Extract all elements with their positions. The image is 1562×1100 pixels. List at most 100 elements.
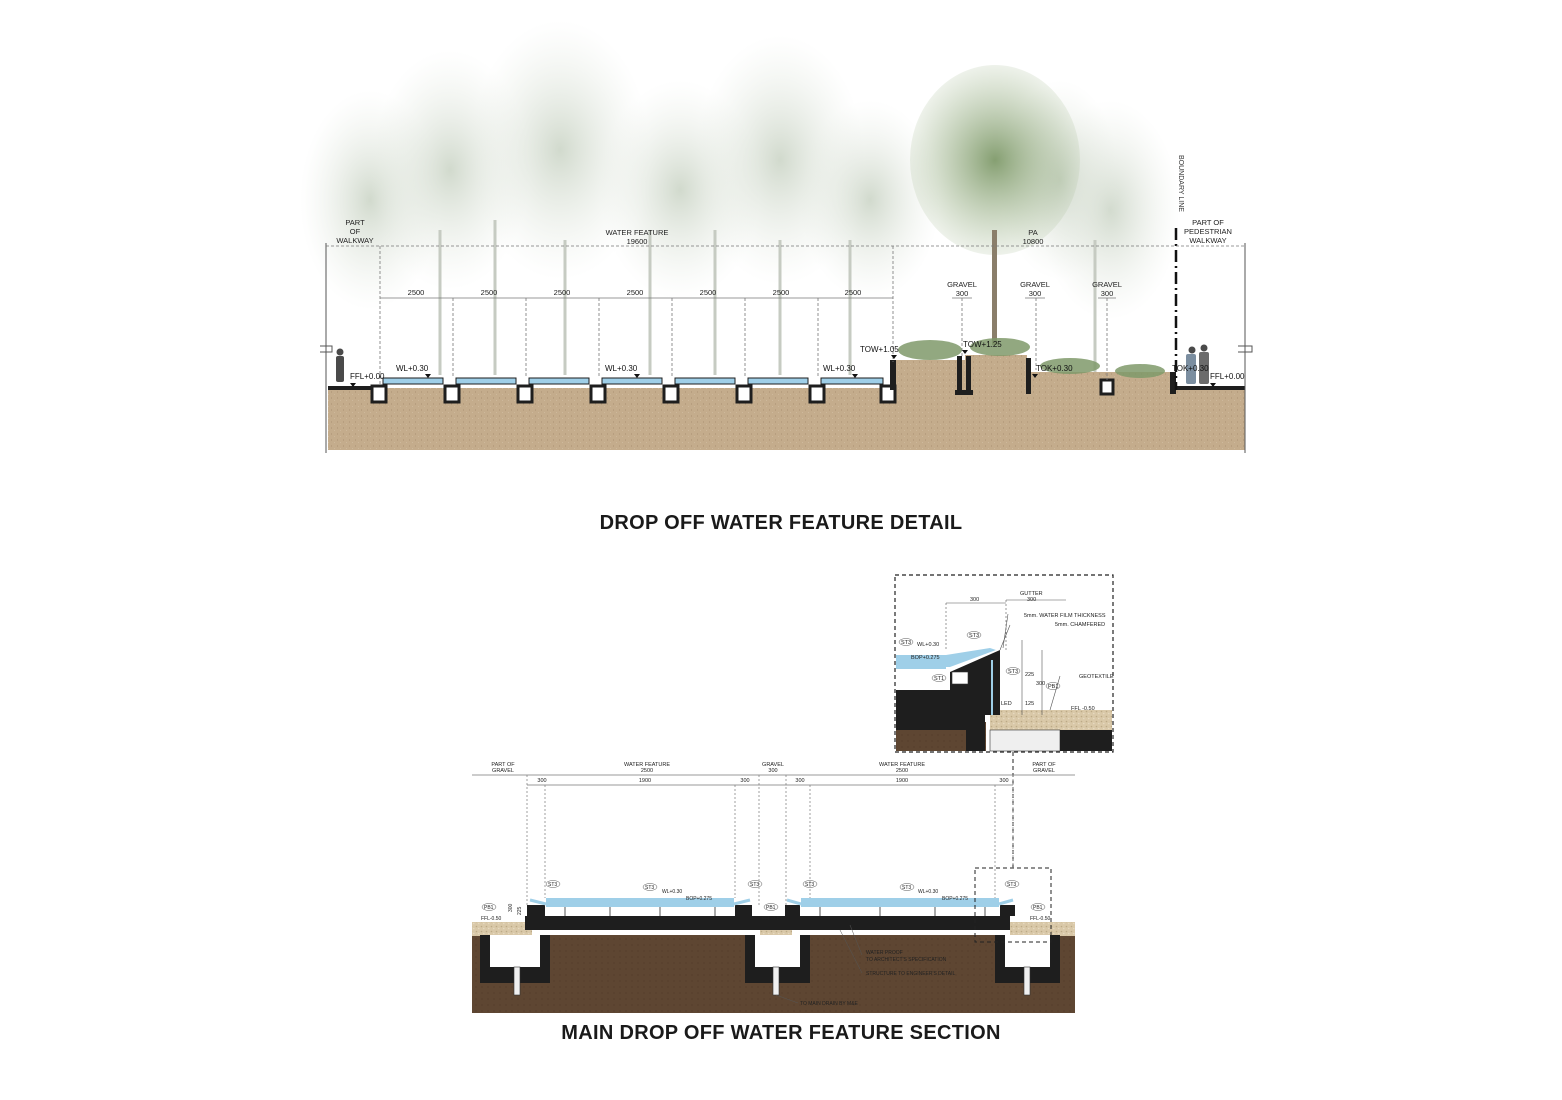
lower-bop-2: BOP+0.275 — [942, 896, 968, 902]
water-feature-label: WATER FEATURE — [606, 228, 669, 237]
level-tow-125: TOW+1.25 — [963, 340, 1002, 349]
lower-pit-voids — [490, 935, 1050, 967]
lower-edge-dim-2: 300 — [740, 778, 749, 784]
lower-wf-dim-2: 2500 — [896, 768, 908, 774]
lower-wf-label-2: WATER FEATURE — [879, 762, 925, 768]
lower-gravel-left — [472, 922, 532, 936]
lower-drawing-title: MAIN DROP OFF WATER FEATURE SECTION — [561, 1022, 1001, 1044]
lower-st3-5: ST3 — [902, 885, 911, 891]
level-triangle-icon — [1210, 383, 1216, 387]
level-tok-2: TOK+0.30 — [1172, 364, 1209, 373]
lower-part-of-gravel-right-2: GRAVEL — [1033, 768, 1055, 774]
section-edges — [320, 243, 1253, 453]
pa-label: PA — [1028, 228, 1037, 237]
lower-inner-dim-2: 1900 — [896, 778, 908, 784]
lower-section: PART OF GRAVEL WATER FEATURE 2500 GRAVEL… — [472, 762, 1075, 1013]
upper-labels: PART OF WALKWAY WATER FEATURE 19600 PA 1… — [336, 218, 1232, 298]
detail-st1-tag: ST1 — [934, 676, 944, 682]
lower-ffl-3: FFL-0.50 — [1030, 916, 1051, 922]
lower-st3-6: ST3 — [1007, 882, 1016, 888]
lower-dim-225: 225 — [517, 906, 523, 915]
lower-waterproof-2: TO ARCHITECT'S SPECIFICATION — [866, 957, 947, 963]
lower-water-2 — [801, 898, 999, 907]
lower-st3-2: ST3 — [645, 885, 654, 891]
planting-shrubs — [898, 338, 1165, 378]
lower-wl-2: WL+0.30 — [918, 889, 938, 895]
planter-soil-1 — [895, 360, 965, 390]
level-ffl-left: FFL+0.00 — [350, 372, 385, 381]
lower-water-1 — [546, 898, 734, 907]
feature-tree-trunk — [992, 230, 997, 345]
detail-gutter: GUTTER — [1020, 591, 1043, 597]
lower-edge-dim-4: 300 — [999, 778, 1008, 784]
level-tow-105: TOW+1.05 — [860, 345, 899, 354]
lower-edge-dim-1: 300 — [537, 778, 546, 784]
lower-st3-1: ST3 — [548, 882, 557, 888]
spill-edges — [529, 898, 1014, 906]
lower-gravel-label: GRAVEL — [762, 762, 784, 768]
bay-dim-7: 2500 — [845, 288, 862, 297]
soil-ground — [328, 388, 1245, 450]
lower-st3-4: ST3 — [805, 882, 814, 888]
lower-wl-1: WL+0.30 — [662, 889, 682, 895]
gutter-pits — [370, 378, 1115, 404]
detail-dim-125: 125 — [1025, 701, 1034, 707]
detail-water — [896, 655, 946, 669]
level-wl-1: WL+0.30 — [396, 364, 429, 373]
people-figures — [336, 344, 1209, 384]
walkway-slab-right — [1175, 386, 1245, 390]
lower-ffl-2: FFL-0.50 — [762, 916, 783, 922]
lower-edge-dim-3: 300 — [795, 778, 804, 784]
lower-waterproof-1: WATER PROOF — [866, 950, 903, 956]
bay-dim-4: 2500 — [627, 288, 644, 297]
level-wl-2: WL+0.30 — [605, 364, 638, 373]
lower-structure: STRUCTURE TO ENGINEER'S DETAIL — [866, 971, 956, 977]
pedestals — [564, 907, 986, 916]
lower-part-of-gravel-right-1: PART OF — [1032, 762, 1056, 768]
bay-dim-3: 2500 — [554, 288, 571, 297]
lower-annotations: ST3 ST3 ST3 ST3 ST3 ST3 WL+0.30 BOP+0.27… — [481, 882, 1051, 1007]
bay-dim-1: 2500 — [408, 288, 425, 297]
level-triangle-icon — [425, 374, 431, 378]
detail-chamfered: 5mm. CHAMFERED — [1055, 622, 1105, 628]
feature-tree-canopy — [910, 65, 1080, 255]
upper-section: BOUNDARY LINE PART OF WALKWAY WATER F — [300, 20, 1253, 453]
planter-soil-2 — [965, 355, 1027, 390]
part-of-walkway-line2: OF — [350, 227, 361, 236]
level-triangle-icon — [634, 374, 640, 378]
pa-dim: 10800 — [1023, 237, 1044, 246]
drain-pipes — [513, 966, 1031, 996]
detail-st3-tag-3: ST3 — [1008, 669, 1018, 675]
detail-ffl: FFL -0.50 — [1071, 706, 1095, 712]
gravel-label-3: GRAVEL — [1092, 280, 1122, 289]
detail-callout: GUTTER 300 300 5mm. WATER FILM THICKNESS… — [894, 574, 1114, 753]
pedestrian-walkway-line2: PEDESTRIAN — [1184, 227, 1232, 236]
lower-part-of-gravel-left-2: GRAVEL — [492, 768, 514, 774]
gravel-label-1: GRAVEL — [947, 280, 977, 289]
lower-leaders — [481, 880, 1046, 1004]
level-triangle-icon — [962, 350, 968, 354]
tree-background — [300, 20, 1180, 375]
bay-dim-2: 2500 — [481, 288, 498, 297]
lower-pb1-3: PB1 — [1033, 905, 1043, 911]
part-of-walkway-line3: WALKWAY — [336, 236, 373, 245]
lower-main-drain: TO MAIN DRAIN BY M&E — [800, 1001, 859, 1007]
level-triangle-icon — [891, 355, 897, 359]
level-wl-3: WL+0.30 — [823, 364, 856, 373]
level-ffl-right: FFL+0.00 — [1210, 372, 1245, 381]
pedestrian-walkway-line3: WALKWAY — [1189, 236, 1226, 245]
lower-ffl-1: FFL-0.50 — [481, 916, 502, 922]
lower-wf-label-1: WATER FEATURE — [624, 762, 670, 768]
detail-geotextile: GEOTEXTILE — [1079, 674, 1114, 680]
lower-bop-1: BOP+0.275 — [686, 896, 712, 902]
gravel-label-2: GRAVEL — [1020, 280, 1050, 289]
lower-pb1-1: PB1 — [484, 905, 494, 911]
level-triangle-icon — [852, 374, 858, 378]
detail-labels: GUTTER 300 300 5mm. WATER FILM THICKNESS… — [901, 591, 1114, 712]
detail-pb1-tag: PB1 — [1048, 684, 1058, 690]
dimension-lines — [326, 245, 1245, 384]
detail-wl: WL+0.30 — [917, 642, 939, 648]
water-basins — [382, 377, 884, 385]
lower-pb1-2: PB1 — [766, 905, 776, 911]
detail-dim-225: 225 — [1025, 672, 1034, 678]
